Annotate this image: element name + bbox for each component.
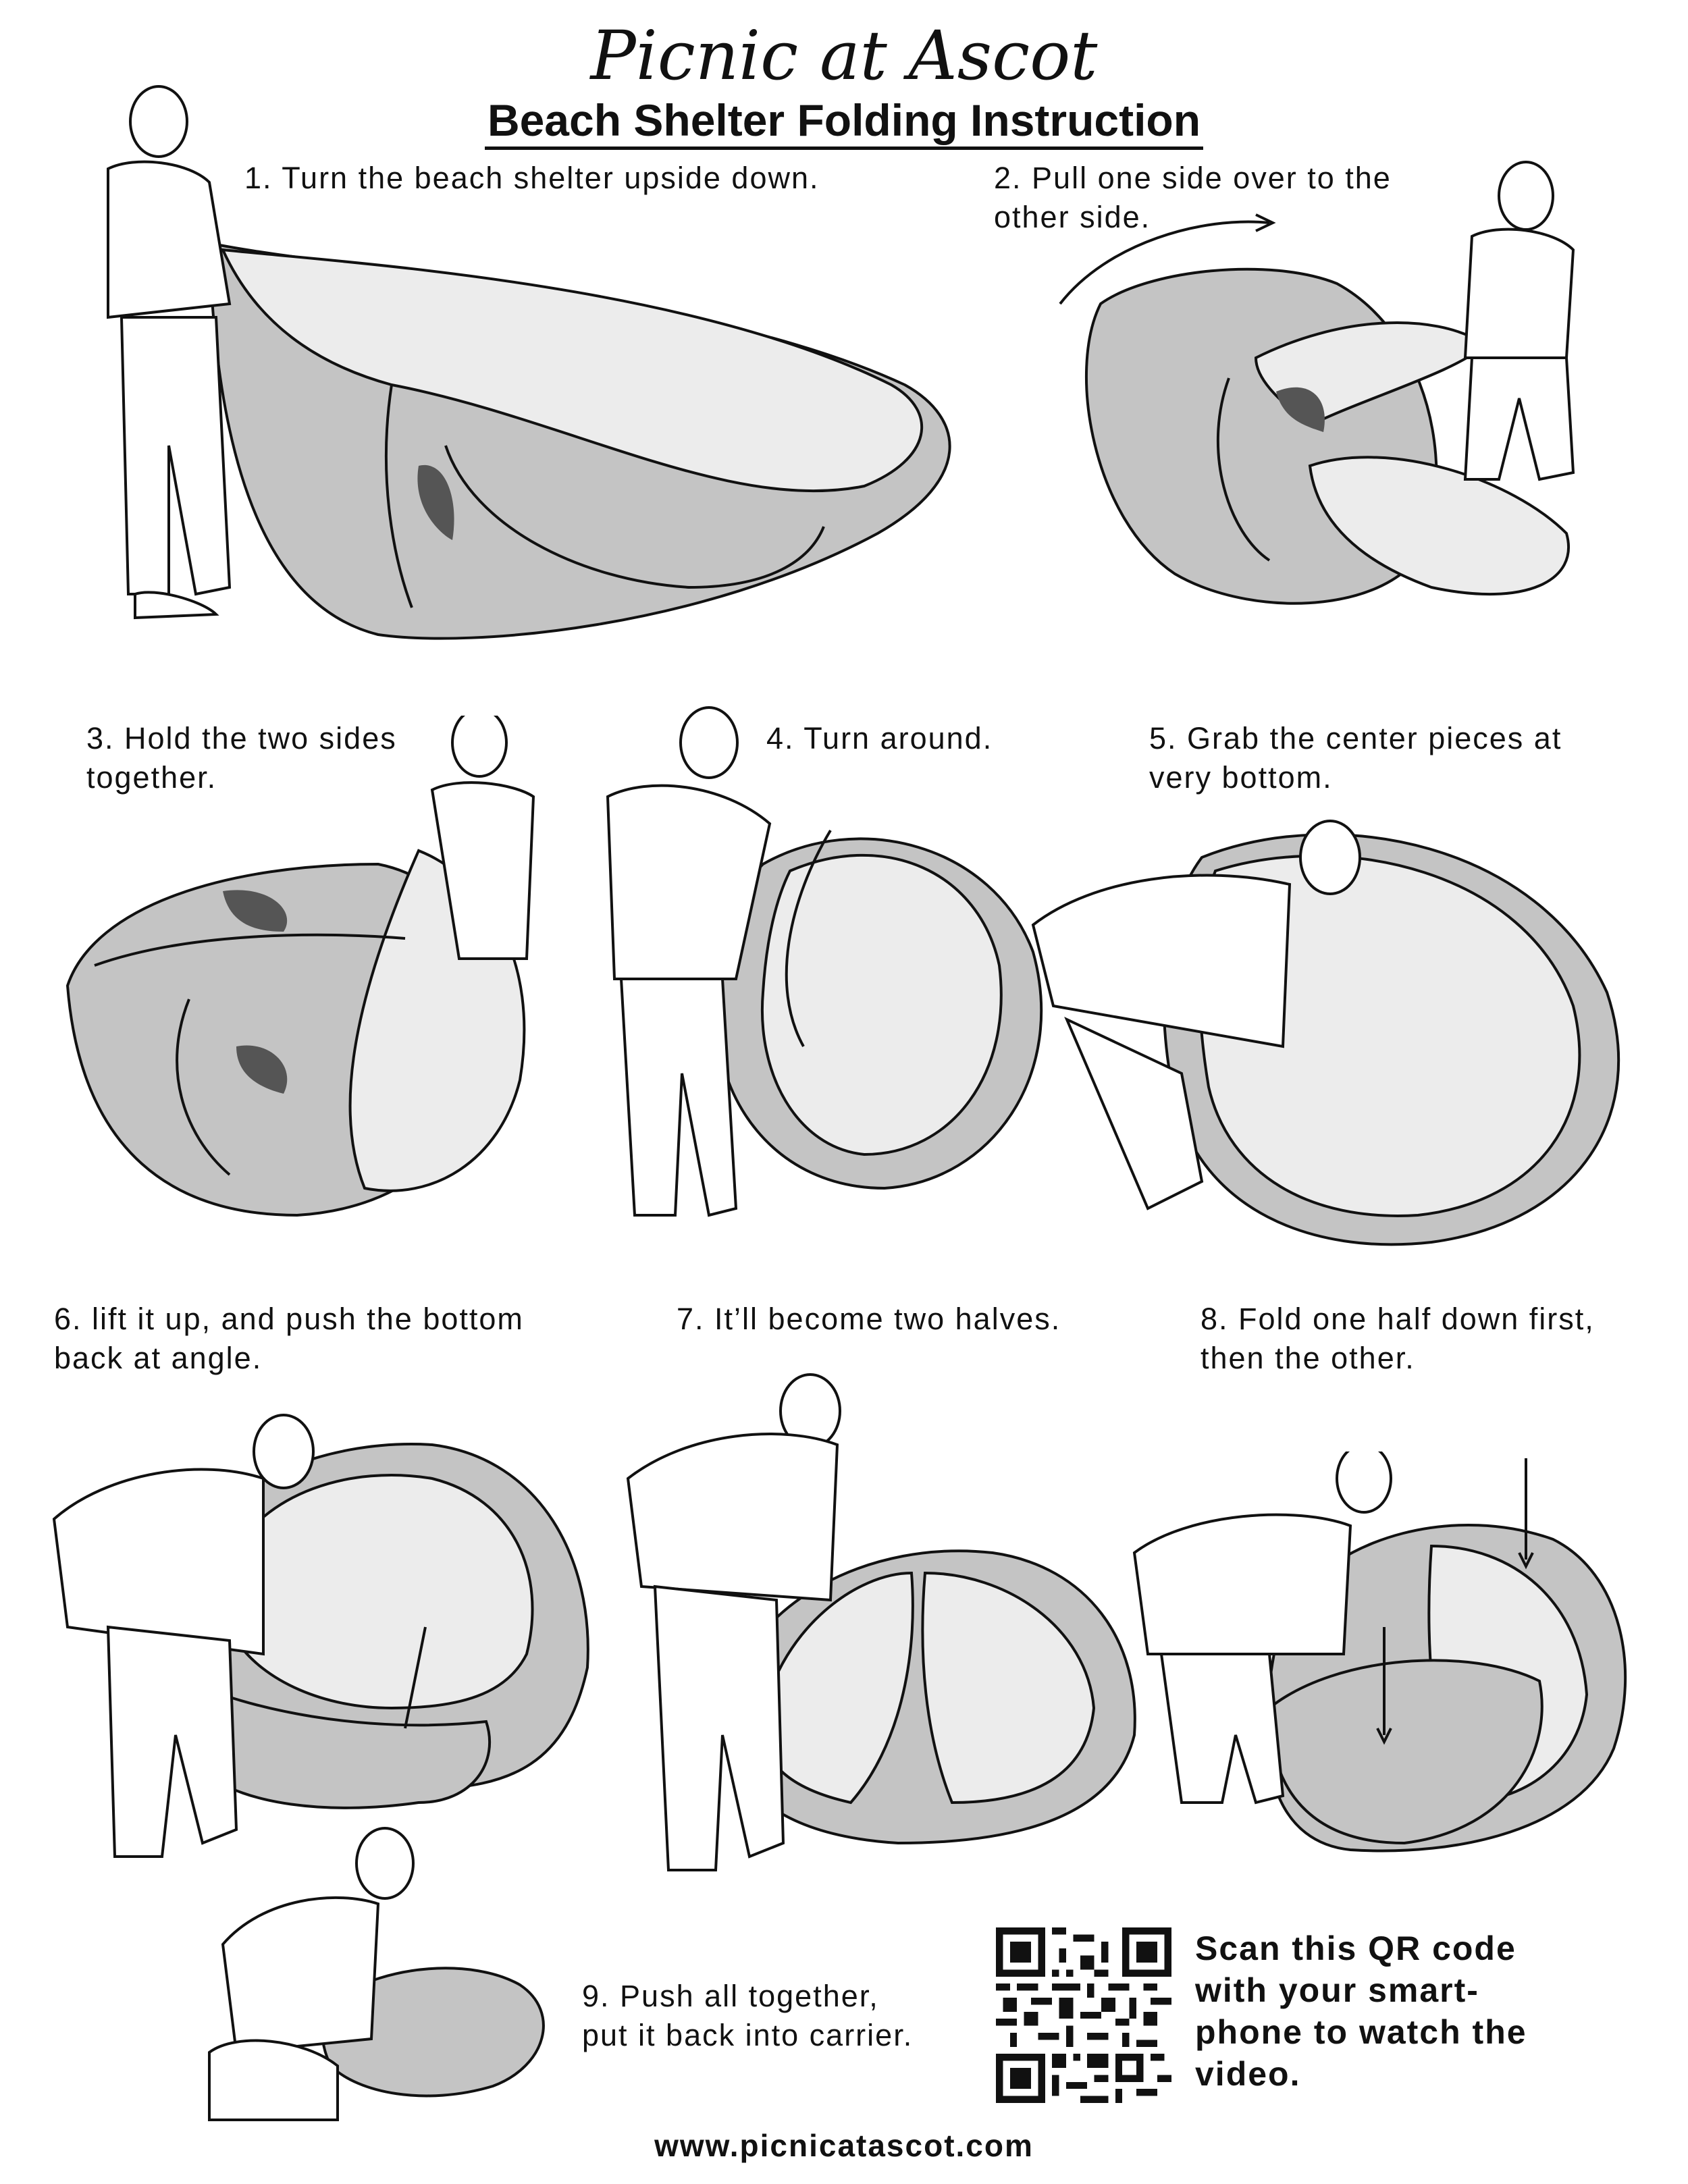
page-title: Beach Shelter Folding Instruction [0,95,1688,150]
step-3-caption: 3. Hold the two sides together. [86,719,397,797]
step-6-caption: 6. lift it up, and push the bottom back … [54,1300,524,1378]
qr-text-line-4: video. [1195,2055,1301,2093]
step-3-person [430,716,535,960]
step-9-person [208,1827,415,2121]
step-2-caption: 2. Pull one side over to the other side. [994,159,1392,237]
step-2-person [1463,161,1575,481]
step-5-caption: 5. Grab the center pieces at very bottom… [1149,719,1562,797]
step-8-line-1: 8. Fold one half down first, [1201,1302,1595,1336]
step-9-line-1: 9. Push all together, [582,1979,879,2013]
step-3-illustration [65,716,535,1217]
step-8-illustration [1132,1451,1627,1853]
step-2-line-2: other side. [994,200,1151,234]
qr-code-image[interactable] [996,1927,1171,2103]
step-2-line-1: 2. Pull one side over to the [994,161,1392,195]
step-7-illustration [626,1373,1136,1871]
title-text: Beach Shelter Folding Instruction [484,95,1204,150]
step-3-line-2: together. [86,760,217,795]
step-1-person [107,85,232,620]
qr-instructions: Scan this QR code with your smart- phone… [1195,1927,1527,2095]
qr-text-line-1: Scan this QR code [1195,1929,1516,1967]
step-4-line-1: 4. Turn around. [766,721,993,755]
website-link[interactable]: www.picnicatascot.com [654,2128,1034,2163]
step-6-line-2: back at angle. [54,1341,263,1375]
step-8-caption: 8. Fold one half down first, then the ot… [1201,1300,1595,1378]
step-2-illustration [1059,161,1575,605]
step-7-caption: 7. It’ll become two halves. [677,1300,1061,1339]
qr-text-line-3: phone to watch the [1195,2013,1527,2051]
step-6-illustration [52,1414,589,1858]
step-8-person [1132,1451,1392,1805]
step-9-line-2: put it back into carrier. [582,2018,914,2052]
step-6-line-1: 6. lift it up, and push the bottom [54,1302,524,1336]
step-9-caption: 9. Push all together, put it back into c… [582,1977,913,2055]
step-4-illustration [606,706,1043,1217]
step-7-person [626,1373,841,1871]
step-9-illustration [208,1827,545,2121]
step-7-line-1: 7. It’ll become two halves. [677,1302,1061,1336]
step-1-line-1: 1. Turn the beach shelter upside down. [244,161,820,195]
step-4-person [606,706,772,1217]
qr-text-line-2: with your smart- [1195,1971,1479,2009]
step-6-person [52,1414,315,1858]
step-5-person [1031,820,1361,1210]
brand-logo: Picnic at Ascot [590,16,1098,95]
step-4-caption: 4. Turn around. [766,719,993,758]
step-1-caption: 1. Turn the beach shelter upside down. [244,159,820,198]
step-5-illustration [1031,820,1620,1246]
step-5-line-1: 5. Grab the center pieces at [1149,721,1562,755]
step-3-line-1: 3. Hold the two sides [86,721,397,755]
step-5-line-2: very bottom. [1149,760,1333,795]
step-8-line-2: then the other. [1201,1341,1415,1375]
step-1-illustration [107,85,951,640]
